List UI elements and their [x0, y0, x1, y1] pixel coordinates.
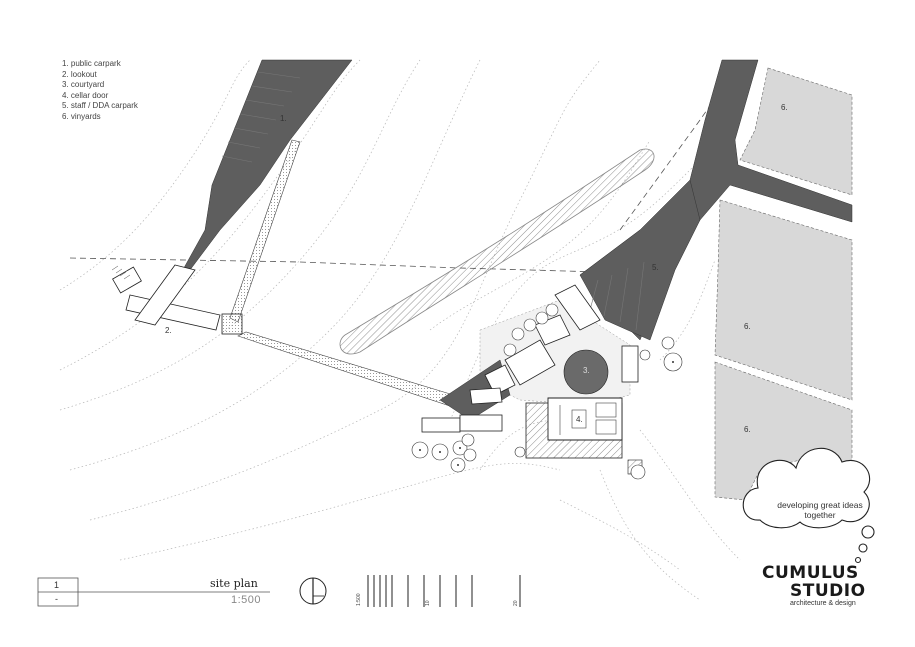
revision: - — [55, 594, 58, 604]
legend-item-vinyards: 6. vinyards — [62, 111, 101, 121]
brand-tagline: architecture & design — [790, 600, 856, 607]
boundary-line — [69, 69, 736, 273]
north-arrow-icon — [299, 577, 327, 605]
sheet-number: 1 — [54, 580, 60, 590]
scale-bar-label-10: 10 — [425, 600, 431, 606]
terraced-rows — [339, 148, 655, 355]
scale-bar-label-ratio: 1:500 — [356, 593, 362, 606]
cloud-tagline: developing great ideas together — [777, 500, 863, 520]
scale-bar — [367, 575, 521, 607]
zone-label-cellar-door: 4. — [576, 415, 583, 424]
zone-label-vinyard-1: 6. — [781, 103, 788, 112]
public-carpark — [179, 59, 353, 276]
title-block-lines — [37, 577, 270, 607]
legend: 1. public carpark 2. lookout 3. courtyar… — [62, 59, 138, 122]
vineyard-block-2 — [714, 199, 853, 401]
zone-label-vinyard-3: 6. — [744, 425, 751, 434]
zone-label-lookout: 2. — [165, 326, 172, 335]
drawing-title: site plan — [210, 577, 258, 590]
legend-item-lookout: 2. lookout — [62, 69, 97, 79]
zone-label-vinyard-2: 6. — [744, 322, 751, 331]
parking-bay-lines — [221, 71, 301, 163]
cellar-door-building — [547, 397, 623, 441]
scale-bar-label-20: 20 — [513, 600, 519, 606]
legend-item-cellar-door: 4. cellar door — [62, 90, 109, 100]
courtyard-circles — [503, 303, 559, 357]
side-structure — [621, 345, 639, 383]
cloud-logo-icon — [742, 447, 875, 564]
vineyard-block-1 — [739, 67, 853, 196]
brand-name-line2: STUDIO — [790, 581, 866, 601]
zone-label-staff-carpark: 5. — [652, 263, 659, 272]
lookout-hatch — [111, 265, 131, 280]
zone-label-public-carpark: 1. — [280, 114, 287, 123]
courtyard-tree-feature — [563, 349, 609, 395]
lookout-structure — [112, 264, 243, 335]
contour-lines — [59, 59, 741, 601]
cellar-door-interior — [559, 402, 617, 435]
legend-item-courtyard: 3. courtyard — [62, 80, 105, 89]
staff-carpark — [579, 179, 701, 341]
drawing-scale: 1:500 — [231, 594, 262, 606]
zone-label-courtyard: 3. — [583, 366, 590, 375]
staff-bay-lines — [589, 261, 645, 331]
building-wings — [421, 284, 601, 433]
legend-item-public-carpark: 1. public carpark — [62, 59, 121, 68]
brand-name-line1: CUMULUS — [762, 563, 859, 583]
legend-item-staff-carpark: 5. staff / DDA carpark — [62, 101, 138, 110]
tree-centres — [419, 361, 674, 466]
